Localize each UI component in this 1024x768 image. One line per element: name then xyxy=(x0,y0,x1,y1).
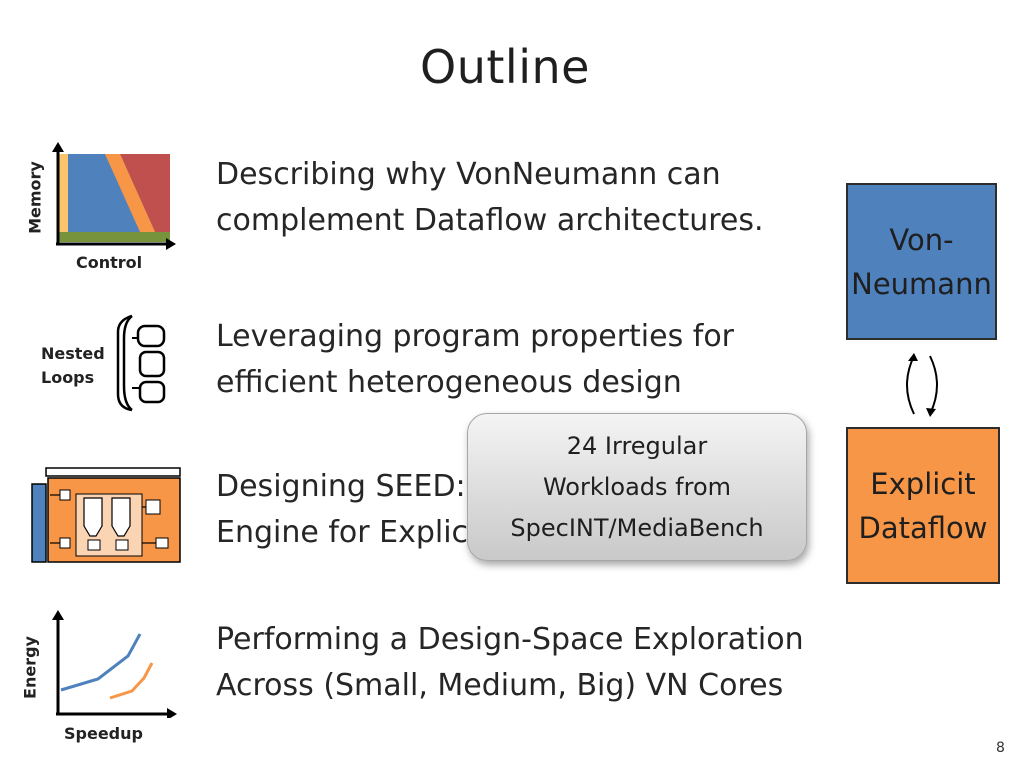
nested-loops-label-line-1: Nested xyxy=(41,344,105,363)
exchange-arrows-icon xyxy=(898,352,948,422)
seed-architecture-icon xyxy=(28,466,184,568)
nested-loops-label-line-2: Loops xyxy=(41,368,95,387)
von-neumann-label-line-2: Neumann xyxy=(851,266,992,301)
bullet-3-line-1: Designing SEED: xyxy=(216,469,466,504)
bullet-1-line-2: complement Dataflow architectures. xyxy=(216,203,764,238)
energy-axis-label: Energy xyxy=(20,636,40,699)
energy-speedup-chart-icon xyxy=(52,610,177,720)
von-neumann-label-line-1: Von- xyxy=(889,222,954,257)
page-number: 8 xyxy=(996,740,1005,756)
von-neumann-box: Von- Neumann xyxy=(846,183,997,340)
memory-control-chart-icon xyxy=(52,142,176,250)
control-axis-label: Control xyxy=(76,253,143,272)
memory-axis-label: Memory xyxy=(25,161,45,234)
memory-control-icon: Memory Control xyxy=(20,140,180,275)
speedup-axis-label: Speedup xyxy=(64,724,143,743)
bullet-4: Performing a Design-Space Exploration Ac… xyxy=(216,617,804,709)
workloads-callout: 24 Irregular Workloads from SpecINT/Medi… xyxy=(467,413,807,561)
seed-block-diagram-icon xyxy=(31,467,181,563)
callout-line-2: Workloads from xyxy=(542,472,732,501)
bullet-2: Leveraging program properties for effici… xyxy=(216,314,734,406)
energy-speedup-icon: Energy Speedup xyxy=(20,608,180,748)
bullet-3: Designing SEED: Engine for Explic xyxy=(216,464,468,556)
bullet-3-line-2: Engine for Explic xyxy=(216,515,469,550)
bullet-1: Describing why VonNeumann can complement… xyxy=(216,152,764,244)
bullet-4-line-2: Across (Small, Medium, Big) VN Cores xyxy=(216,668,784,703)
bullet-1-line-1: Describing why VonNeumann can xyxy=(216,157,721,192)
slide-title: Outline xyxy=(420,40,590,94)
bullet-4-line-1: Performing a Design-Space Exploration xyxy=(216,622,804,657)
nested-loops-shape-icon xyxy=(116,314,166,412)
callout-line-3: SpecINT/MediaBench xyxy=(510,513,764,542)
dataflow-label-line-2: Dataflow xyxy=(858,510,988,545)
bullet-2-line-2: efficient heterogeneous design xyxy=(216,365,682,400)
explicit-dataflow-box: Explicit Dataflow xyxy=(846,427,1000,584)
nested-loops-icon xyxy=(112,312,172,418)
dataflow-label-line-1: Explicit xyxy=(870,466,976,501)
callout-line-1: 24 Irregular xyxy=(566,431,708,460)
bullet-2-line-1: Leveraging program properties for xyxy=(216,319,735,354)
nested-loops-label: Nested Loops xyxy=(41,342,105,390)
